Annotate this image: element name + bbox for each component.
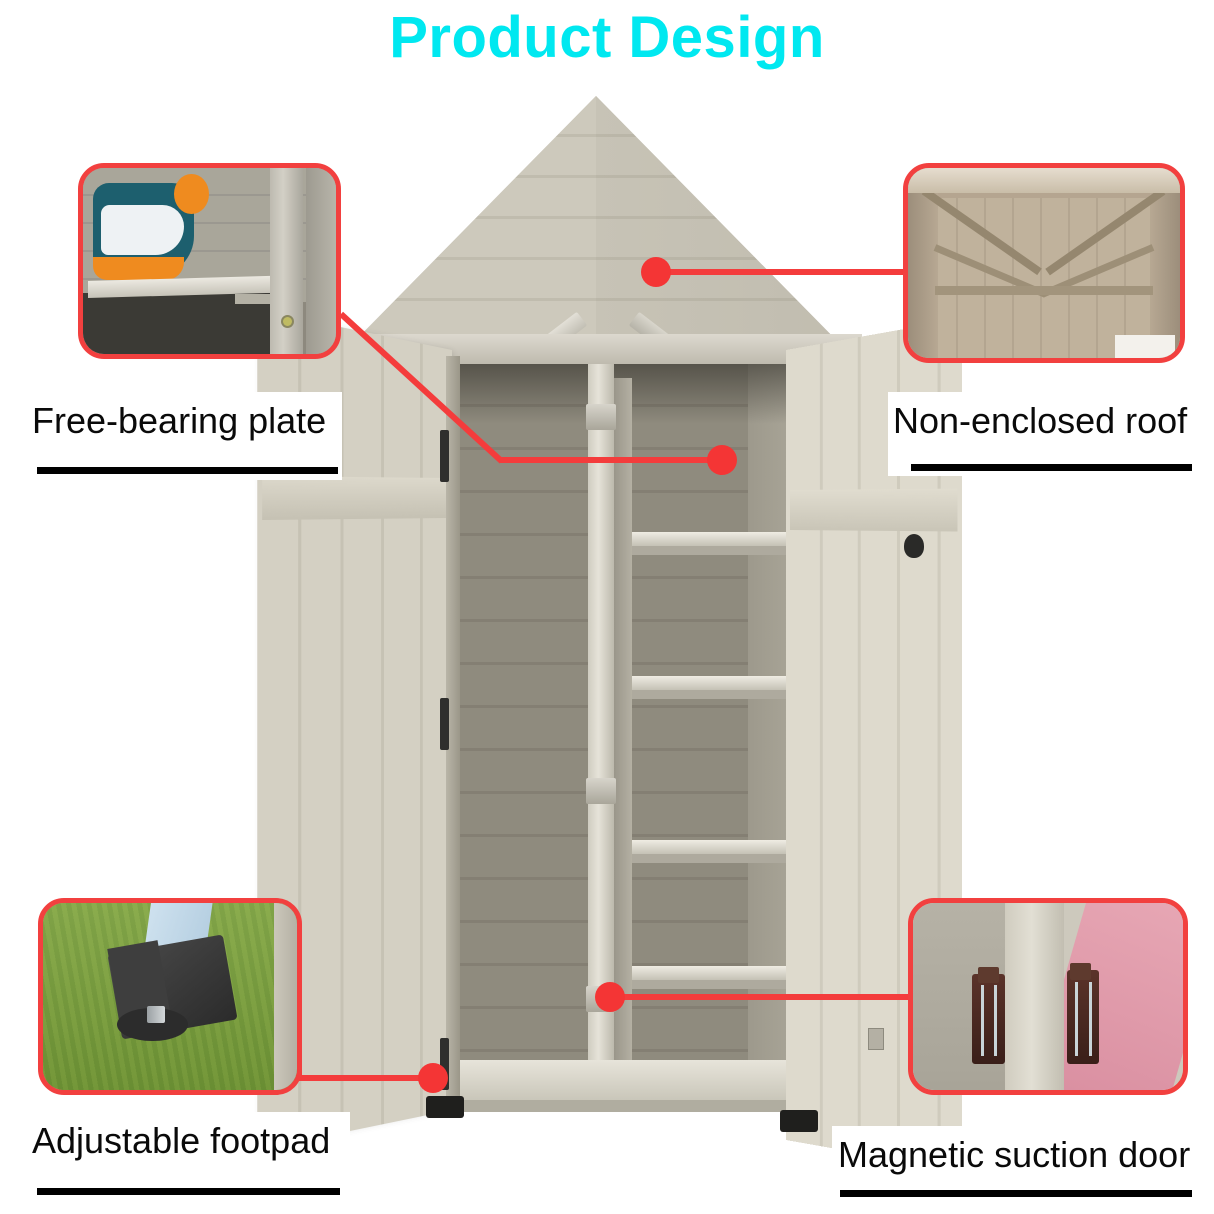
inset-photo-free-bearing-plate: [78, 163, 341, 359]
foot-front-right: [780, 1110, 818, 1132]
shelf-2-edge: [616, 690, 838, 699]
door-left-hinge-bottom: [440, 1038, 449, 1090]
roof-ridge-board: [908, 168, 1180, 193]
door-knob: [904, 534, 924, 558]
magnet-scene-post: [1004, 903, 1065, 1090]
shelf-2: [616, 676, 838, 690]
shelf-scene-post: [270, 168, 304, 354]
shelf-3-edge: [616, 854, 838, 863]
cabinet-floor-edge: [346, 1100, 856, 1112]
marker-dot-non-enclosed-roof: [641, 257, 671, 287]
roof-scene-right-wall: [1150, 187, 1180, 358]
inset-free-bearing-plate-content: [83, 168, 336, 354]
door-left-hinge-middle: [440, 698, 449, 750]
door-left-brace: [262, 476, 446, 520]
roof-scene-corner-highlight: [1114, 335, 1175, 358]
free-bearing-shelf-edge: [234, 294, 291, 304]
footpad-scene-post: [274, 903, 297, 1090]
magnetic-catch-left-bar-a: [980, 985, 984, 1057]
page-title: Product Design: [389, 5, 825, 70]
shelf-1: [616, 532, 838, 546]
inset-magnetic-suction-door-content: [913, 903, 1183, 1090]
hinge-middle: [586, 778, 616, 804]
door-left-edge: [446, 356, 460, 1108]
watering-can-white-panel: [100, 205, 185, 256]
label-backdrop-top-right: [888, 392, 1200, 476]
roof-scene-left-wall: [908, 187, 938, 358]
product-image: [250, 78, 963, 1172]
door-right-latch-bottom: [868, 1028, 884, 1050]
shelf-1-edge: [616, 546, 838, 555]
marker-dot-magnetic-suction-door: [595, 982, 625, 1012]
callout-rule-adjustable-footpad: [37, 1188, 340, 1195]
callout-label-free-bearing-plate: Free-bearing plate: [32, 400, 327, 441]
callout-rule-magnetic-suction-door: [840, 1190, 1192, 1197]
footpad-adjuster-bolt: [147, 1005, 165, 1023]
leader-line-adjustable-footpad-horizontal: [296, 1075, 440, 1081]
shelf-4-edge: [616, 980, 838, 989]
inset-adjustable-footpad-content: [43, 903, 297, 1090]
callout-rule-free-bearing-plate: [37, 467, 338, 474]
foot-front-left: [426, 1096, 464, 1118]
leader-line-free-bearing-plate-horizontal: [499, 457, 727, 463]
shelf-4: [616, 966, 838, 980]
door-left-hinge-top: [440, 430, 449, 482]
centre-divider-post: [588, 364, 614, 1094]
centre-post-shadow: [614, 378, 632, 1094]
label-backdrop-top-left: [24, 392, 342, 480]
shelf-scene-post-side: [305, 168, 336, 354]
marker-dot-free-bearing-plate: [707, 445, 737, 475]
watering-can-spout: [174, 173, 210, 215]
magnetic-catch-left: [972, 974, 1005, 1064]
watering-can-base-trim: [93, 257, 185, 280]
inset-photo-non-enclosed-roof: [903, 163, 1185, 363]
magnetic-catch-left-top: [977, 966, 1000, 984]
inset-non-enclosed-roof-content: [908, 168, 1180, 358]
marker-dot-adjustable-footpad: [418, 1063, 448, 1093]
callout-label-magnetic-suction-door: Magnetic suction door: [838, 1134, 1191, 1175]
magnetic-catch-right-bar-a: [1075, 981, 1078, 1057]
inset-photo-adjustable-footpad: [38, 898, 302, 1095]
callout-label-non-enclosed-roof: Non-enclosed roof: [893, 400, 1188, 441]
callout-rule-non-enclosed-roof: [911, 464, 1192, 471]
hinge-top: [586, 404, 616, 430]
leader-line-non-enclosed-roof: [668, 269, 906, 275]
magnetic-catch-right: [1066, 970, 1100, 1064]
leader-line-magnetic-suction-door: [622, 994, 912, 1000]
callout-label-adjustable-footpad: Adjustable footpad: [32, 1120, 331, 1161]
roof-cross-beam: [935, 285, 1153, 295]
magnetic-catch-left-bar-b: [994, 985, 997, 1057]
shelf-3: [616, 840, 838, 854]
magnetic-catch-right-top: [1069, 962, 1092, 980]
label-backdrop-bottom-left: [24, 1112, 350, 1200]
shelf-screw: [282, 316, 292, 326]
magnetic-catch-right-bar-b: [1088, 981, 1092, 1057]
inset-photo-magnetic-suction-door: [908, 898, 1188, 1095]
door-right-brace: [790, 488, 958, 532]
